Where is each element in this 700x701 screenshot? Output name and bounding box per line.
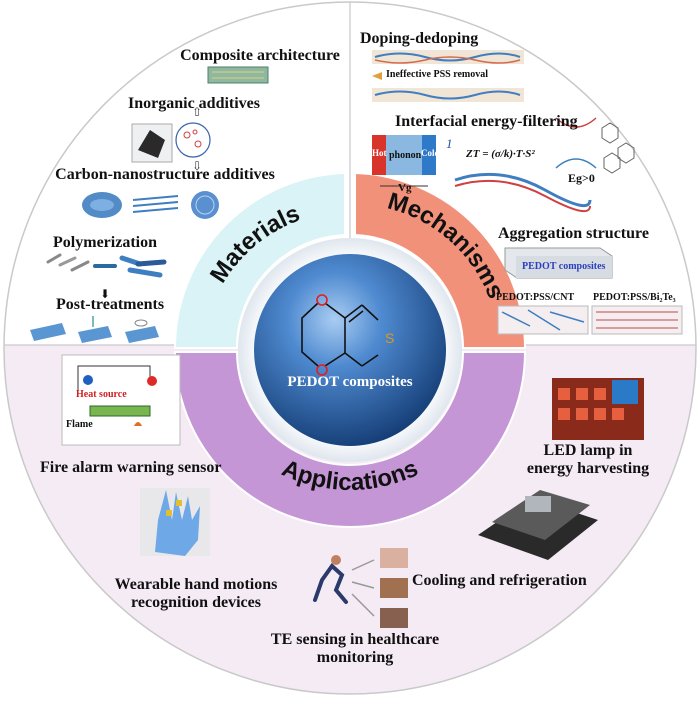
label-hot: Hot xyxy=(372,148,387,158)
label-te-sensing: TE sensing in healthcare monitoring xyxy=(270,631,440,667)
label-composite-architecture: Composite architecture xyxy=(180,47,340,64)
materials-segment xyxy=(173,171,346,349)
label-interfacial-energy-filtering: Interfacial energy-filtering xyxy=(395,113,578,130)
center-title: PEDOT composites xyxy=(287,374,412,390)
label-cold: Cold xyxy=(421,148,440,158)
label-pedot-pss-cnt: PEDOT:PSS/CNT xyxy=(496,292,575,303)
svg-text:⇩: ⇩ xyxy=(192,159,202,173)
label-doping-dedoping: Doping-dedoping xyxy=(360,30,479,47)
label-carbon-nanostructure-additives: Carbon-nanostructure additives xyxy=(55,166,275,183)
label-cooling: Cooling and refrigeration xyxy=(412,572,587,589)
label-eg: Eg>0 xyxy=(568,171,595,185)
label-post-treatments: Post-treatments xyxy=(55,296,165,313)
mechanisms-segment xyxy=(354,171,527,349)
label-pedot-composites-box: PEDOT composites xyxy=(522,261,606,272)
label-zt-formula: ZT = (σ/k)·T·S² xyxy=(466,148,535,160)
label-pedot-pss-bi2te3: PEDOT:PSS/Bi₂Te₃ xyxy=(593,292,676,303)
svg-text:1: 1 xyxy=(446,136,453,151)
label-fire-alarm: Fire alarm warning sensor xyxy=(40,459,222,476)
aggregation-structure-image xyxy=(497,247,683,335)
center-sphere xyxy=(254,254,446,446)
wearable-glove-image xyxy=(140,488,210,556)
label-ineffective-pss-removal: Ineffective PSS removal xyxy=(386,69,489,80)
label-wearable: Wearable hand motions recognition device… xyxy=(114,576,278,612)
inorganic-additives-image: ⇧ ⇩ xyxy=(131,105,211,173)
edot-molecule xyxy=(301,302,379,367)
post-treatments-image xyxy=(30,316,159,343)
label-polymerization: Polymerization xyxy=(53,234,157,251)
fire-alarm-image xyxy=(61,354,181,446)
label-phonon: phonon xyxy=(389,150,422,161)
label-inorganic-additives: Inorganic additives xyxy=(127,95,261,112)
te-sensing-image xyxy=(313,548,408,628)
svg-text:⬇: ⬇ xyxy=(100,287,110,301)
label-heat-source: Heat source xyxy=(76,389,127,400)
cooling-device-image xyxy=(478,490,598,560)
svg-text:⇧: ⇧ xyxy=(192,105,202,119)
energy-filtering-image: 1 xyxy=(372,117,635,213)
carbon-nanostructure-image xyxy=(82,191,219,219)
polymerization-image: ⬇ xyxy=(46,253,167,301)
led-lamp-image xyxy=(552,378,644,440)
composite-architecture-image xyxy=(207,66,269,84)
oxygen-atom-top xyxy=(316,294,328,306)
label-aggregation-structure: Aggregation structure xyxy=(498,225,649,242)
label-flame: Flame xyxy=(66,419,93,430)
label-led-lamp: LED lamp in energy harvesting xyxy=(526,442,650,478)
outer-ring-border xyxy=(3,1,697,695)
oxygen-atom-bottom xyxy=(316,364,328,376)
sulfur-atom-label: S xyxy=(385,330,394,346)
doping-dedoping-image xyxy=(372,50,524,102)
label-vg: Vg xyxy=(398,182,412,194)
